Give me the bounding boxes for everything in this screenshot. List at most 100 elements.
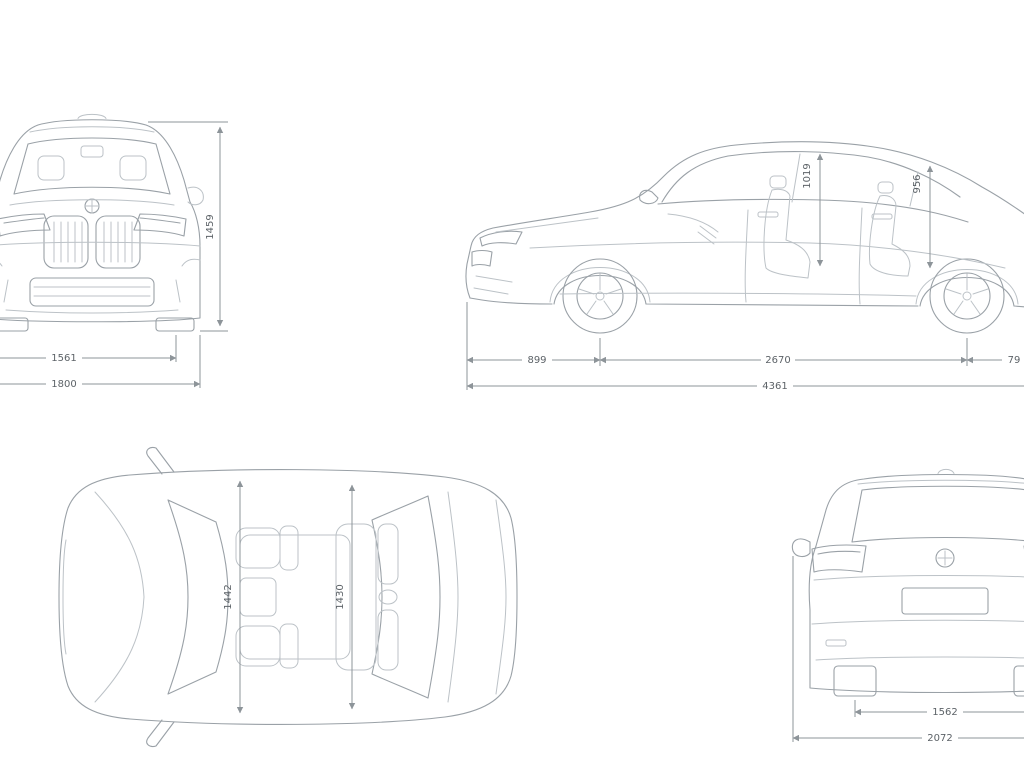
front-dim-extensions bbox=[148, 121, 228, 388]
front-track-label: 1561 bbox=[51, 353, 76, 364]
side-body-outline bbox=[465, 141, 1024, 299]
rear-window-top-view bbox=[371, 495, 441, 699]
top-view-dimensions: 1442 1430 bbox=[223, 480, 356, 714]
bmw-roundel-rear bbox=[935, 548, 955, 568]
front-overhang-label-bg bbox=[522, 353, 552, 366]
rear-overhang-label-bg bbox=[1002, 353, 1024, 366]
front-bumper-details-side bbox=[473, 217, 599, 295]
greenhouse-top bbox=[661, 151, 961, 203]
side-headlight bbox=[479, 230, 523, 247]
rear-bench-cushion bbox=[335, 523, 377, 671]
rear-interior-width-label: 1430 bbox=[335, 584, 346, 609]
length-label-bg bbox=[757, 379, 793, 392]
front-width-label: 1800 bbox=[51, 379, 76, 390]
headlights bbox=[0, 213, 187, 237]
front-seatback-right bbox=[279, 623, 299, 669]
center-console bbox=[239, 577, 277, 617]
rear-view-drawing bbox=[791, 468, 1024, 697]
length-label: 4361 bbox=[762, 381, 787, 392]
rear-mirror-left bbox=[791, 538, 811, 558]
side-view-dimensions: 1019 956 899 2670 79 4361 bbox=[466, 153, 1024, 392]
bumper-details bbox=[0, 258, 201, 314]
front-wheel-tire bbox=[562, 258, 638, 334]
rear-dim-extensions bbox=[792, 556, 856, 742]
rearview-mirror bbox=[80, 145, 104, 158]
rear-width-label: 2072 bbox=[927, 733, 952, 744]
b-pillar bbox=[791, 153, 919, 207]
front-left-tire bbox=[0, 317, 29, 332]
roof-antenna bbox=[77, 113, 107, 119]
rear-door-handle bbox=[871, 213, 893, 220]
rear-track-label-bg bbox=[927, 705, 963, 718]
rear-spoiler-line bbox=[857, 479, 1024, 485]
rear-width-label-bg bbox=[922, 731, 958, 744]
front-headrest-left bbox=[37, 155, 65, 181]
front-door-handle bbox=[757, 211, 779, 218]
roofline-crease bbox=[29, 126, 155, 133]
front-width-label-bg bbox=[46, 377, 82, 390]
rear-wheel-hub bbox=[962, 291, 972, 301]
roundel-cross-rear bbox=[937, 550, 953, 566]
roundel-cross-front bbox=[84, 198, 100, 214]
rear-right-tire bbox=[1013, 665, 1024, 697]
top-view-drawing bbox=[58, 446, 518, 748]
license-plate-recess bbox=[901, 587, 989, 615]
rear-seat-profile bbox=[869, 195, 911, 277]
top-mirror-right bbox=[146, 719, 175, 748]
front-seatback-left bbox=[279, 525, 299, 571]
hatch-spoiler-lines bbox=[447, 491, 507, 703]
sunroof-outline bbox=[239, 534, 351, 660]
front-interior-width-label: 1442 bbox=[223, 584, 234, 609]
antenna-fin-top-view bbox=[378, 589, 398, 605]
wheel-arch-creases bbox=[549, 267, 1019, 305]
rear-wheel-spokes bbox=[945, 273, 989, 315]
front-seat-cushion-right bbox=[235, 625, 281, 667]
side-mirrors-front-view bbox=[187, 186, 204, 206]
rear-track-label: 1562 bbox=[932, 707, 957, 718]
front-wheel-hub bbox=[595, 291, 605, 301]
hood-crease bbox=[0, 199, 201, 247]
side-lower-body bbox=[469, 275, 1024, 308]
taillight-left bbox=[811, 544, 867, 573]
steering-dash-lines bbox=[667, 213, 719, 245]
front-seat-cushion-left bbox=[235, 527, 281, 569]
wheelbase-label-bg bbox=[761, 353, 795, 366]
rear-seatback-left bbox=[377, 523, 399, 585]
front-overhang-label: 899 bbox=[527, 355, 546, 366]
side-dim-extensions bbox=[466, 302, 968, 390]
wheelbase-label: 2670 bbox=[765, 355, 790, 366]
greenhouse-beltline bbox=[657, 198, 969, 223]
front-track-label-bg bbox=[46, 351, 82, 364]
character-lines bbox=[529, 241, 1006, 297]
rear-bumper-lines bbox=[811, 619, 1024, 661]
top-mirror-left bbox=[146, 446, 175, 475]
front-wheel-spokes bbox=[578, 273, 622, 315]
rear-window bbox=[851, 485, 1024, 543]
bumper-intake bbox=[29, 277, 155, 307]
front-body-outline bbox=[0, 119, 201, 323]
trunk-crease bbox=[813, 575, 1024, 581]
front-seat-headrest bbox=[769, 175, 787, 189]
side-kidney-grille bbox=[471, 249, 493, 267]
rear-reflector-left bbox=[825, 639, 847, 647]
rear-roof-antenna bbox=[937, 468, 955, 474]
rear-seat-headrest bbox=[877, 181, 894, 194]
rear-view-dimensions: 1562 2072 bbox=[792, 556, 1024, 744]
front-view-dimensions: 1459 1561 1800 bbox=[0, 121, 228, 390]
hood-cut-line bbox=[62, 491, 145, 703]
front-windshield bbox=[13, 137, 171, 195]
side-view-drawing bbox=[465, 141, 1024, 334]
rear-seatback-right bbox=[377, 609, 399, 671]
front-right-tire bbox=[155, 317, 195, 332]
front-height-label: 1459 bbox=[205, 214, 216, 239]
front-headroom-label: 1019 bbox=[802, 163, 813, 188]
rear-body-outline bbox=[808, 473, 1024, 694]
front-view-drawing bbox=[0, 113, 204, 332]
rear-headroom-label: 956 bbox=[912, 174, 923, 193]
top-body-outline bbox=[58, 469, 518, 725]
rear-wheel-tire bbox=[929, 258, 1005, 334]
front-wheel-rim bbox=[576, 272, 624, 320]
front-seat-profile bbox=[763, 188, 811, 279]
